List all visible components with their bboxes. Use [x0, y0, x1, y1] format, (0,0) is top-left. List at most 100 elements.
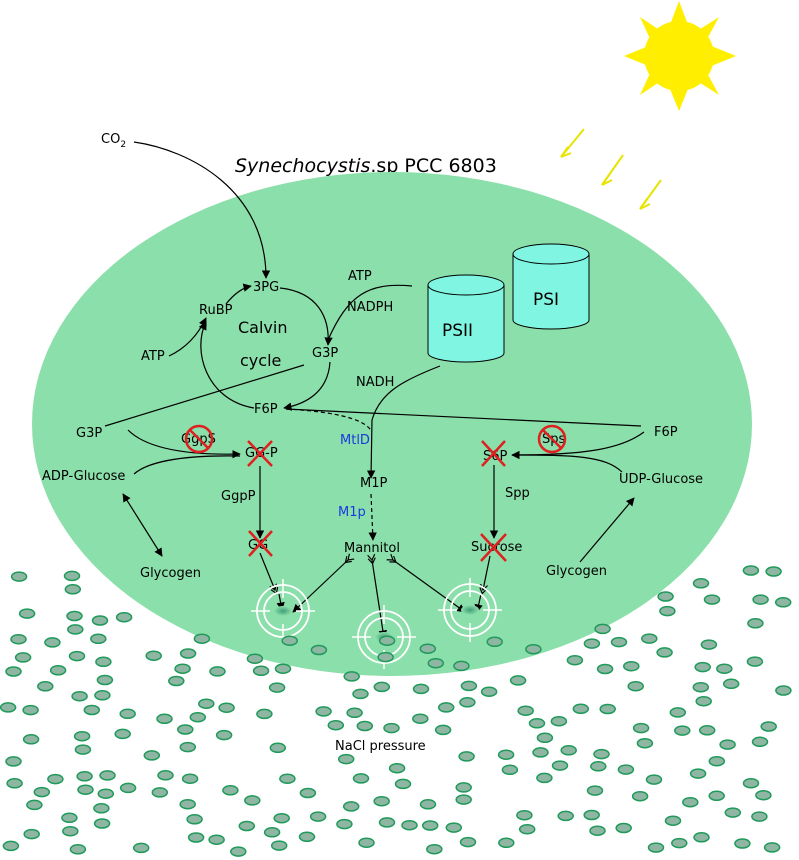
salt-particle: [315, 706, 332, 717]
salt-particle: [394, 778, 412, 790]
salt-particle: [421, 820, 439, 831]
salt-particle: [5, 666, 22, 677]
salt-particle: [193, 633, 211, 644]
salt-particle: [77, 784, 94, 795]
mannitol-label: Mannitol: [344, 541, 400, 556]
salt-particle: [256, 708, 273, 720]
gg-pathway-arrows: [122, 429, 285, 611]
g3p-left-label: G3P: [76, 426, 102, 441]
salt-particle: [309, 811, 327, 822]
salt-particle: [0, 702, 17, 713]
salt-particle: [674, 725, 691, 736]
atp-left-label: ATP: [141, 349, 165, 364]
salt-particle: [645, 774, 663, 785]
salt-particle: [566, 654, 584, 666]
salt-particle: [455, 782, 472, 793]
salt-particle: [93, 803, 110, 814]
salt-particle: [594, 623, 611, 635]
salt-particle: [238, 820, 256, 832]
salt-particle: [694, 661, 711, 673]
salt-particle: [97, 788, 115, 799]
salt-particle: [346, 707, 363, 719]
salt-particle: [774, 597, 792, 608]
cross-s6p-icon: [481, 440, 506, 467]
m1p-enzyme-label: M1p: [338, 505, 366, 520]
cross-sucrose-icon: [480, 533, 507, 562]
salt-particle: [615, 822, 632, 834]
salt-particle: [268, 682, 286, 693]
nadh-label: NADH: [356, 375, 394, 390]
salt-particle: [99, 770, 116, 781]
calvin-label: Calvin: [238, 318, 287, 337]
salt-particle: [63, 570, 81, 582]
salt-particle: [755, 789, 772, 801]
psii-cylinder: PSII: [427, 274, 505, 363]
salt-particle: [174, 663, 191, 674]
salt-particle: [763, 842, 781, 853]
salt-particle: [83, 704, 101, 716]
salt-particle: [145, 650, 162, 661]
salt-particle: [388, 762, 406, 774]
salt-particle: [437, 702, 455, 713]
f6p-right-label: F6P: [654, 425, 678, 440]
salt-particle: [33, 786, 51, 798]
rubp-label: RuBP: [199, 303, 233, 318]
salt-particle: [114, 728, 131, 740]
salt-particle: [299, 787, 317, 799]
salt-particle: [459, 697, 476, 708]
salt-particle: [401, 819, 418, 831]
salt-particle: [498, 837, 515, 849]
psi-cylinder: PSI: [512, 243, 590, 330]
salt-particle: [572, 703, 590, 715]
salt-particle: [692, 578, 710, 589]
salt-particle: [480, 686, 498, 697]
salt-particle: [631, 790, 649, 802]
salt-particle: [698, 725, 716, 736]
mtld-label: MtlD: [340, 433, 370, 448]
salt-particle: [647, 842, 665, 853]
salt-particle: [157, 770, 174, 781]
salt-particle: [657, 591, 674, 602]
salt-particle: [689, 768, 707, 779]
salt-particle: [583, 638, 601, 649]
salt-particle: [377, 651, 394, 663]
salt-particle: [274, 663, 292, 674]
salt-particle: [518, 823, 536, 835]
salt-particle: [26, 799, 43, 811]
salt-particle: [453, 660, 470, 672]
atp-top-label: ATP: [348, 269, 372, 284]
salt-particle: [656, 647, 673, 658]
salt-particle: [358, 837, 375, 848]
salt-particle: [692, 681, 710, 693]
salt-particle: [693, 832, 710, 843]
salt-particle: [5, 756, 22, 767]
salt-particle: [37, 681, 54, 692]
salt-particle: [517, 705, 534, 716]
salt-particle: [617, 764, 635, 775]
salt-particle: [49, 665, 67, 676]
salt-particle: [22, 704, 39, 716]
salt-particle: [2, 840, 20, 852]
salt-particle: [119, 782, 137, 794]
salt-particle: [682, 796, 699, 808]
salt-particle: [695, 695, 712, 707]
salt-particle: [459, 836, 477, 848]
salt-particle: [179, 798, 196, 810]
salt-particle: [610, 636, 628, 648]
salt-particle: [746, 656, 764, 667]
salt-particle: [528, 718, 546, 729]
salt-particle: [181, 773, 199, 784]
salt-particle: [497, 749, 515, 760]
salt-particle: [708, 790, 725, 802]
pg3-label: 3PG: [253, 280, 279, 295]
salt-particle: [327, 719, 345, 731]
salt-particle: [18, 608, 36, 619]
salt-particle: [66, 610, 83, 622]
salt-particle: [383, 722, 400, 734]
calvin-arrows: [104, 283, 642, 479]
salt-particle: [623, 660, 640, 672]
salt-particle: [270, 840, 288, 851]
salt-particle: [501, 764, 519, 776]
salt-particle: [47, 773, 64, 785]
salt-particle: [298, 831, 316, 843]
